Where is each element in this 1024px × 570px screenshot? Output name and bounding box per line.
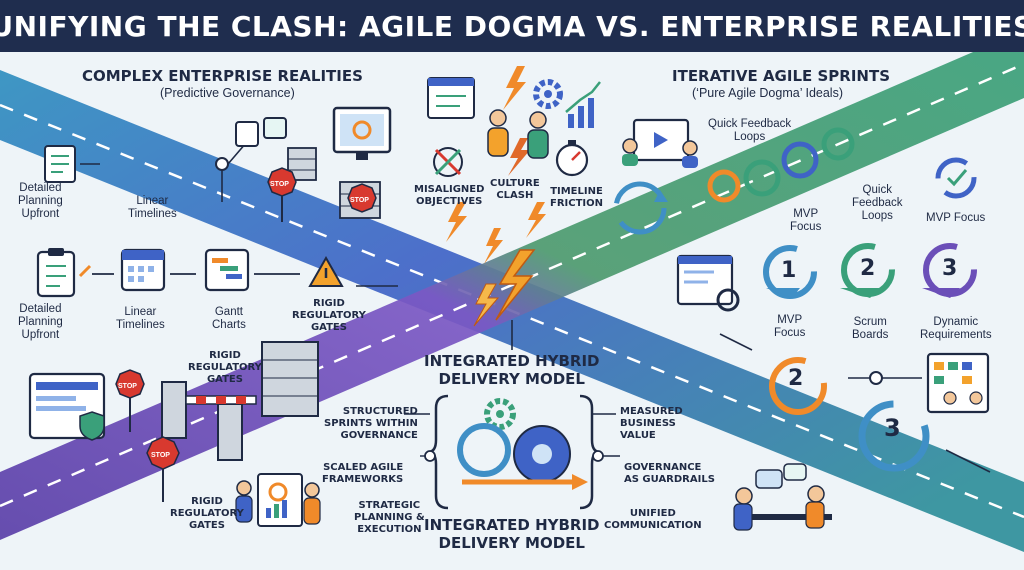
step-one-icon	[763, 245, 817, 299]
stopwatch-icon	[555, 140, 589, 177]
mvp-focus-label: MVP Focus	[926, 212, 986, 224]
warning-icon	[308, 255, 344, 287]
stop-sign-text: STOP	[350, 197, 369, 204]
hybrid-item-right: GOVERNANCE AS GUARDRAILS	[624, 462, 715, 485]
hybrid-item-left: STRUCTURED SPRINTS WITHIN GOVERNANCE	[324, 406, 418, 441]
step-three-lower-icon	[858, 400, 930, 472]
step-number: 1	[781, 258, 797, 283]
gate-barrier-icon	[185, 395, 257, 405]
stop-sign-text: STOP	[118, 383, 137, 390]
stop-sign-icon	[115, 369, 180, 502]
planning-label: Detailed Planning Upfront	[18, 303, 63, 341]
target-arrows-icon	[433, 147, 463, 177]
quick-feedback-label: Quick Feedback Loops	[852, 184, 903, 222]
connector-arrow	[945, 449, 991, 473]
hybrid-item-right: UNIFIED COMMUNICATION	[604, 508, 702, 531]
mvp-focus-label: MVP Focus	[790, 208, 822, 233]
gantt-label: Gantt Charts	[212, 306, 246, 331]
calendar-icon	[120, 248, 166, 292]
quick-feedback-label: Quick Feedback Loops	[708, 118, 792, 143]
title-banner: UNIFYING THE CLASH: AGILE DOGMA VS. ENTE…	[0, 0, 1024, 52]
planning-checklist-icon	[44, 145, 76, 183]
left-section-subheading: (Predictive Governance)	[160, 86, 295, 100]
scrum-board-icon	[926, 352, 990, 414]
page-title: UNIFYING THE CLASH: AGILE DOGMA VS. ENTE…	[0, 9, 1024, 43]
step-number: 3	[942, 256, 958, 281]
step-label: Dynamic Requirements	[920, 316, 992, 341]
planning-label: Detailed Planning Upfront	[18, 182, 63, 220]
hybrid-item-left: STRATEGIC PLANNING & EXECUTION	[354, 500, 425, 535]
timelines-label: Linear Timelines	[116, 306, 165, 331]
people-clash-icon	[487, 109, 549, 159]
step-number: 3	[884, 414, 901, 442]
gates-label: RIGID REGULATORY GATES	[170, 496, 244, 531]
lightning-icon	[473, 249, 536, 327]
gear-icon	[484, 398, 516, 430]
step-number: 2	[788, 366, 804, 391]
gates-label: RIGID REGULATORY GATES	[292, 298, 366, 333]
right-section-subheading: (‘Pure Agile Dogma’ Ideals)	[692, 86, 843, 100]
gear-icon	[533, 79, 563, 109]
culture-clash-label: CULTURE CLASH	[490, 178, 540, 201]
step-two-icon	[840, 243, 895, 298]
timeline-node-icon	[848, 371, 922, 385]
hybrid-heading: INTEGRATED HYBRID DELIVERY MODEL	[424, 516, 600, 552]
step-number: 2	[860, 256, 876, 281]
step-two-lower-icon	[769, 357, 827, 415]
hybrid-heading: INTEGRATED HYBRID DELIVERY MODEL	[424, 352, 600, 388]
communication-meeting-icon	[733, 463, 832, 531]
feedback-loops-icon	[707, 127, 855, 203]
right-section-heading: ITERATIVE AGILE SPRINTS	[672, 67, 890, 85]
clipboard-checklist-icon	[36, 248, 92, 298]
hybrid-gears-icon	[457, 423, 588, 490]
stop-sign-text: STOP	[270, 181, 289, 188]
browser-window-icon	[427, 77, 475, 119]
cycle-check-icon	[935, 157, 977, 199]
dashboard-refresh-icon	[676, 254, 740, 312]
stop-sign-icon	[267, 167, 377, 222]
connector-arrow	[719, 333, 753, 351]
strategy-team-icon	[235, 473, 321, 527]
gates-label: RIGID REGULATORY GATES	[188, 350, 262, 385]
timeline-friction-label: TIMELINE FRICTION	[550, 186, 604, 209]
misaligned-objectives-label: MISALIGNED OBJECTIVES	[414, 184, 485, 207]
step-label: MVP Focus	[774, 314, 806, 339]
timelines-label: Linear Timelines	[128, 195, 177, 220]
diagram-canvas	[0, 52, 1024, 552]
growth-chart-icon	[565, 81, 601, 128]
connector-lines	[404, 413, 620, 462]
hybrid-item-left: SCALED AGILE FRAMEWORKS	[322, 462, 404, 485]
dashboard-shield-icon	[28, 372, 106, 441]
stop-sign-text: STOP	[151, 452, 170, 459]
monitor-gear-icon	[332, 106, 392, 160]
video-meeting-icon	[622, 118, 698, 168]
hybrid-item-right: MEASURED BUSINESS VALUE	[620, 406, 683, 441]
gantt-chart-icon	[204, 248, 250, 292]
refresh-cycle-icon	[613, 181, 668, 235]
step-label: Scrum Boards	[852, 316, 889, 341]
gantt-screen-icon	[235, 117, 287, 147]
spark-icon	[446, 66, 546, 264]
step-three-icon	[922, 243, 977, 298]
left-section-heading: COMPLEX ENTERPRISE REALITIES	[82, 67, 363, 85]
